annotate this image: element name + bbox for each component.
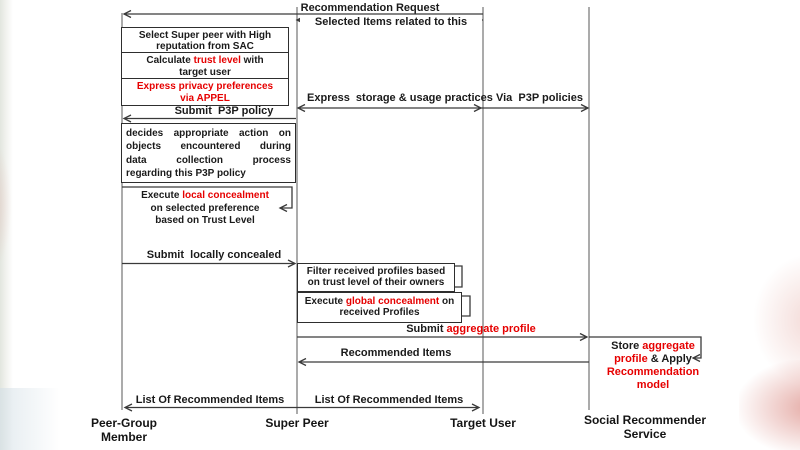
message-recommendation-request: Recommendation Request bbox=[300, 1, 440, 14]
arrowhead bbox=[287, 259, 297, 268]
frame-artifact-left-bottom bbox=[0, 388, 70, 450]
message-express-storage-practices: Express storage & usage practices Via P3… bbox=[307, 92, 583, 104]
arrowhead bbox=[580, 103, 590, 113]
actor-target-user: Target User bbox=[450, 416, 516, 430]
arrowhead bbox=[123, 403, 133, 412]
selfcall-execute-local bbox=[122, 186, 293, 209]
action-box-express-privacy-preferences: Express privacy preferences via APPEL bbox=[121, 78, 289, 106]
message-submit-p3p-policy: Submit P3P policy bbox=[174, 105, 274, 117]
arrowhead bbox=[471, 403, 481, 412]
action-box-select-super-peer: Select Super peer with High reputation f… bbox=[121, 26, 289, 53]
message-submit-locally-concealed: Submit locally concealed bbox=[146, 249, 282, 261]
message-selected-items: Selected Items related to this bbox=[300, 16, 482, 28]
action-box-decides-appropriate-action: decides appropriate action on objects en… bbox=[121, 122, 296, 183]
action-box-execute-local-concealment: Execute local concealment on selected pr… bbox=[141, 190, 269, 226]
message-list-recommended-left: List Of Recommended Items bbox=[135, 394, 285, 406]
message-recommended-items: Recommended Items bbox=[340, 347, 452, 359]
note-store-aggregate-profile: Store aggregate profile & Apply Recommen… bbox=[606, 340, 700, 391]
actor-social-recommender-service: Social Recommender Service bbox=[583, 413, 707, 441]
arrowhead bbox=[296, 103, 306, 113]
action-box-calculate-trust-level: Calculate trust level with target user bbox=[121, 52, 289, 79]
actor-peer-group-member: Peer-Group Member bbox=[90, 416, 157, 444]
arrowhead bbox=[122, 114, 132, 123]
selfcall-execute-global bbox=[454, 295, 471, 317]
selfcall-store-aggregate bbox=[589, 336, 702, 359]
message-list-recommended-right: List Of Recommended Items bbox=[314, 394, 464, 406]
frame-artifact-right-bottom bbox=[739, 360, 800, 450]
action-box-filter-received-profiles: Filter received profiles based on trust … bbox=[297, 262, 455, 292]
frame-artifact-left bbox=[0, 140, 12, 270]
arrowhead bbox=[278, 203, 288, 213]
arrowhead bbox=[473, 103, 483, 113]
message-submit-aggregate-profile: Submit aggregate profile bbox=[406, 322, 536, 335]
arrowhead bbox=[691, 353, 701, 363]
action-box-execute-global-concealment: Execute global concealment on received P… bbox=[297, 291, 462, 323]
arrowhead bbox=[297, 357, 307, 367]
arrowhead bbox=[579, 332, 589, 342]
frame-edge-left bbox=[0, 0, 13, 450]
actor-super-peer: Super Peer bbox=[265, 416, 329, 430]
arrowhead bbox=[122, 9, 132, 19]
